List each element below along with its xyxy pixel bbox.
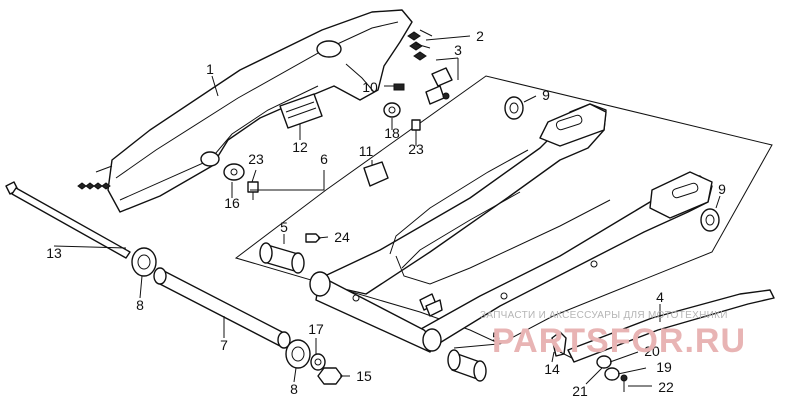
callout-11: 11 <box>359 143 374 159</box>
callout-13: 13 <box>46 245 62 261</box>
callout-20: 20 <box>644 343 660 359</box>
callout-12: 12 <box>292 139 308 155</box>
label-plate <box>279 93 323 129</box>
callout-17: 17 <box>308 321 324 337</box>
callout-8-b: 8 <box>290 381 298 397</box>
callout-9-b: 9 <box>718 181 726 197</box>
leader-lines <box>53 35 721 387</box>
seals-8 <box>131 247 311 369</box>
callout-5-a: 5 <box>280 219 288 235</box>
callout-16: 16 <box>224 195 240 211</box>
callout-numbers: 1 2 3 10 11 12 6 23 16 18 23 9 9 13 8 5 … <box>46 28 726 399</box>
watermark-tagline: ЗАПЧАСТИ И АКСЕССУАРЫ ДЛЯ МОТОТЕХНИКИ <box>480 310 728 321</box>
pivot-shaft <box>153 267 291 349</box>
callout-2: 2 <box>476 28 484 44</box>
callout-18: 18 <box>384 125 400 141</box>
grease-fitting <box>305 233 321 243</box>
callout-24: 24 <box>334 229 350 245</box>
callout-4: 4 <box>656 289 664 305</box>
pivot-bolt <box>5 181 131 259</box>
callout-9-a: 9 <box>542 87 550 103</box>
chain-clips <box>407 29 433 61</box>
watermark-brand: PARTSFOR.RU <box>492 322 747 360</box>
callout-15: 15 <box>356 368 372 384</box>
small-fasteners <box>223 83 421 200</box>
callout-7: 7 <box>220 337 228 353</box>
callout-8-a: 8 <box>136 297 144 313</box>
swingarm <box>309 103 713 353</box>
callout-14: 14 <box>544 361 560 377</box>
callout-23-b: 23 <box>408 141 424 157</box>
callout-21: 21 <box>572 383 588 399</box>
callout-3: 3 <box>454 42 462 58</box>
callout-19: 19 <box>656 359 672 375</box>
callout-5-b: 5 <box>492 329 500 345</box>
chain-adjuster <box>551 289 775 392</box>
callout-6: 6 <box>320 151 328 167</box>
callout-23-a: 23 <box>248 151 264 167</box>
bushings-9 <box>504 96 720 232</box>
callout-1: 1 <box>206 61 214 77</box>
washer-nut <box>310 353 343 385</box>
chain-rollers <box>425 67 453 105</box>
collars-5 <box>259 242 487 382</box>
chain-case <box>77 9 413 213</box>
callout-22: 22 <box>658 379 674 395</box>
callout-10: 10 <box>362 79 378 95</box>
